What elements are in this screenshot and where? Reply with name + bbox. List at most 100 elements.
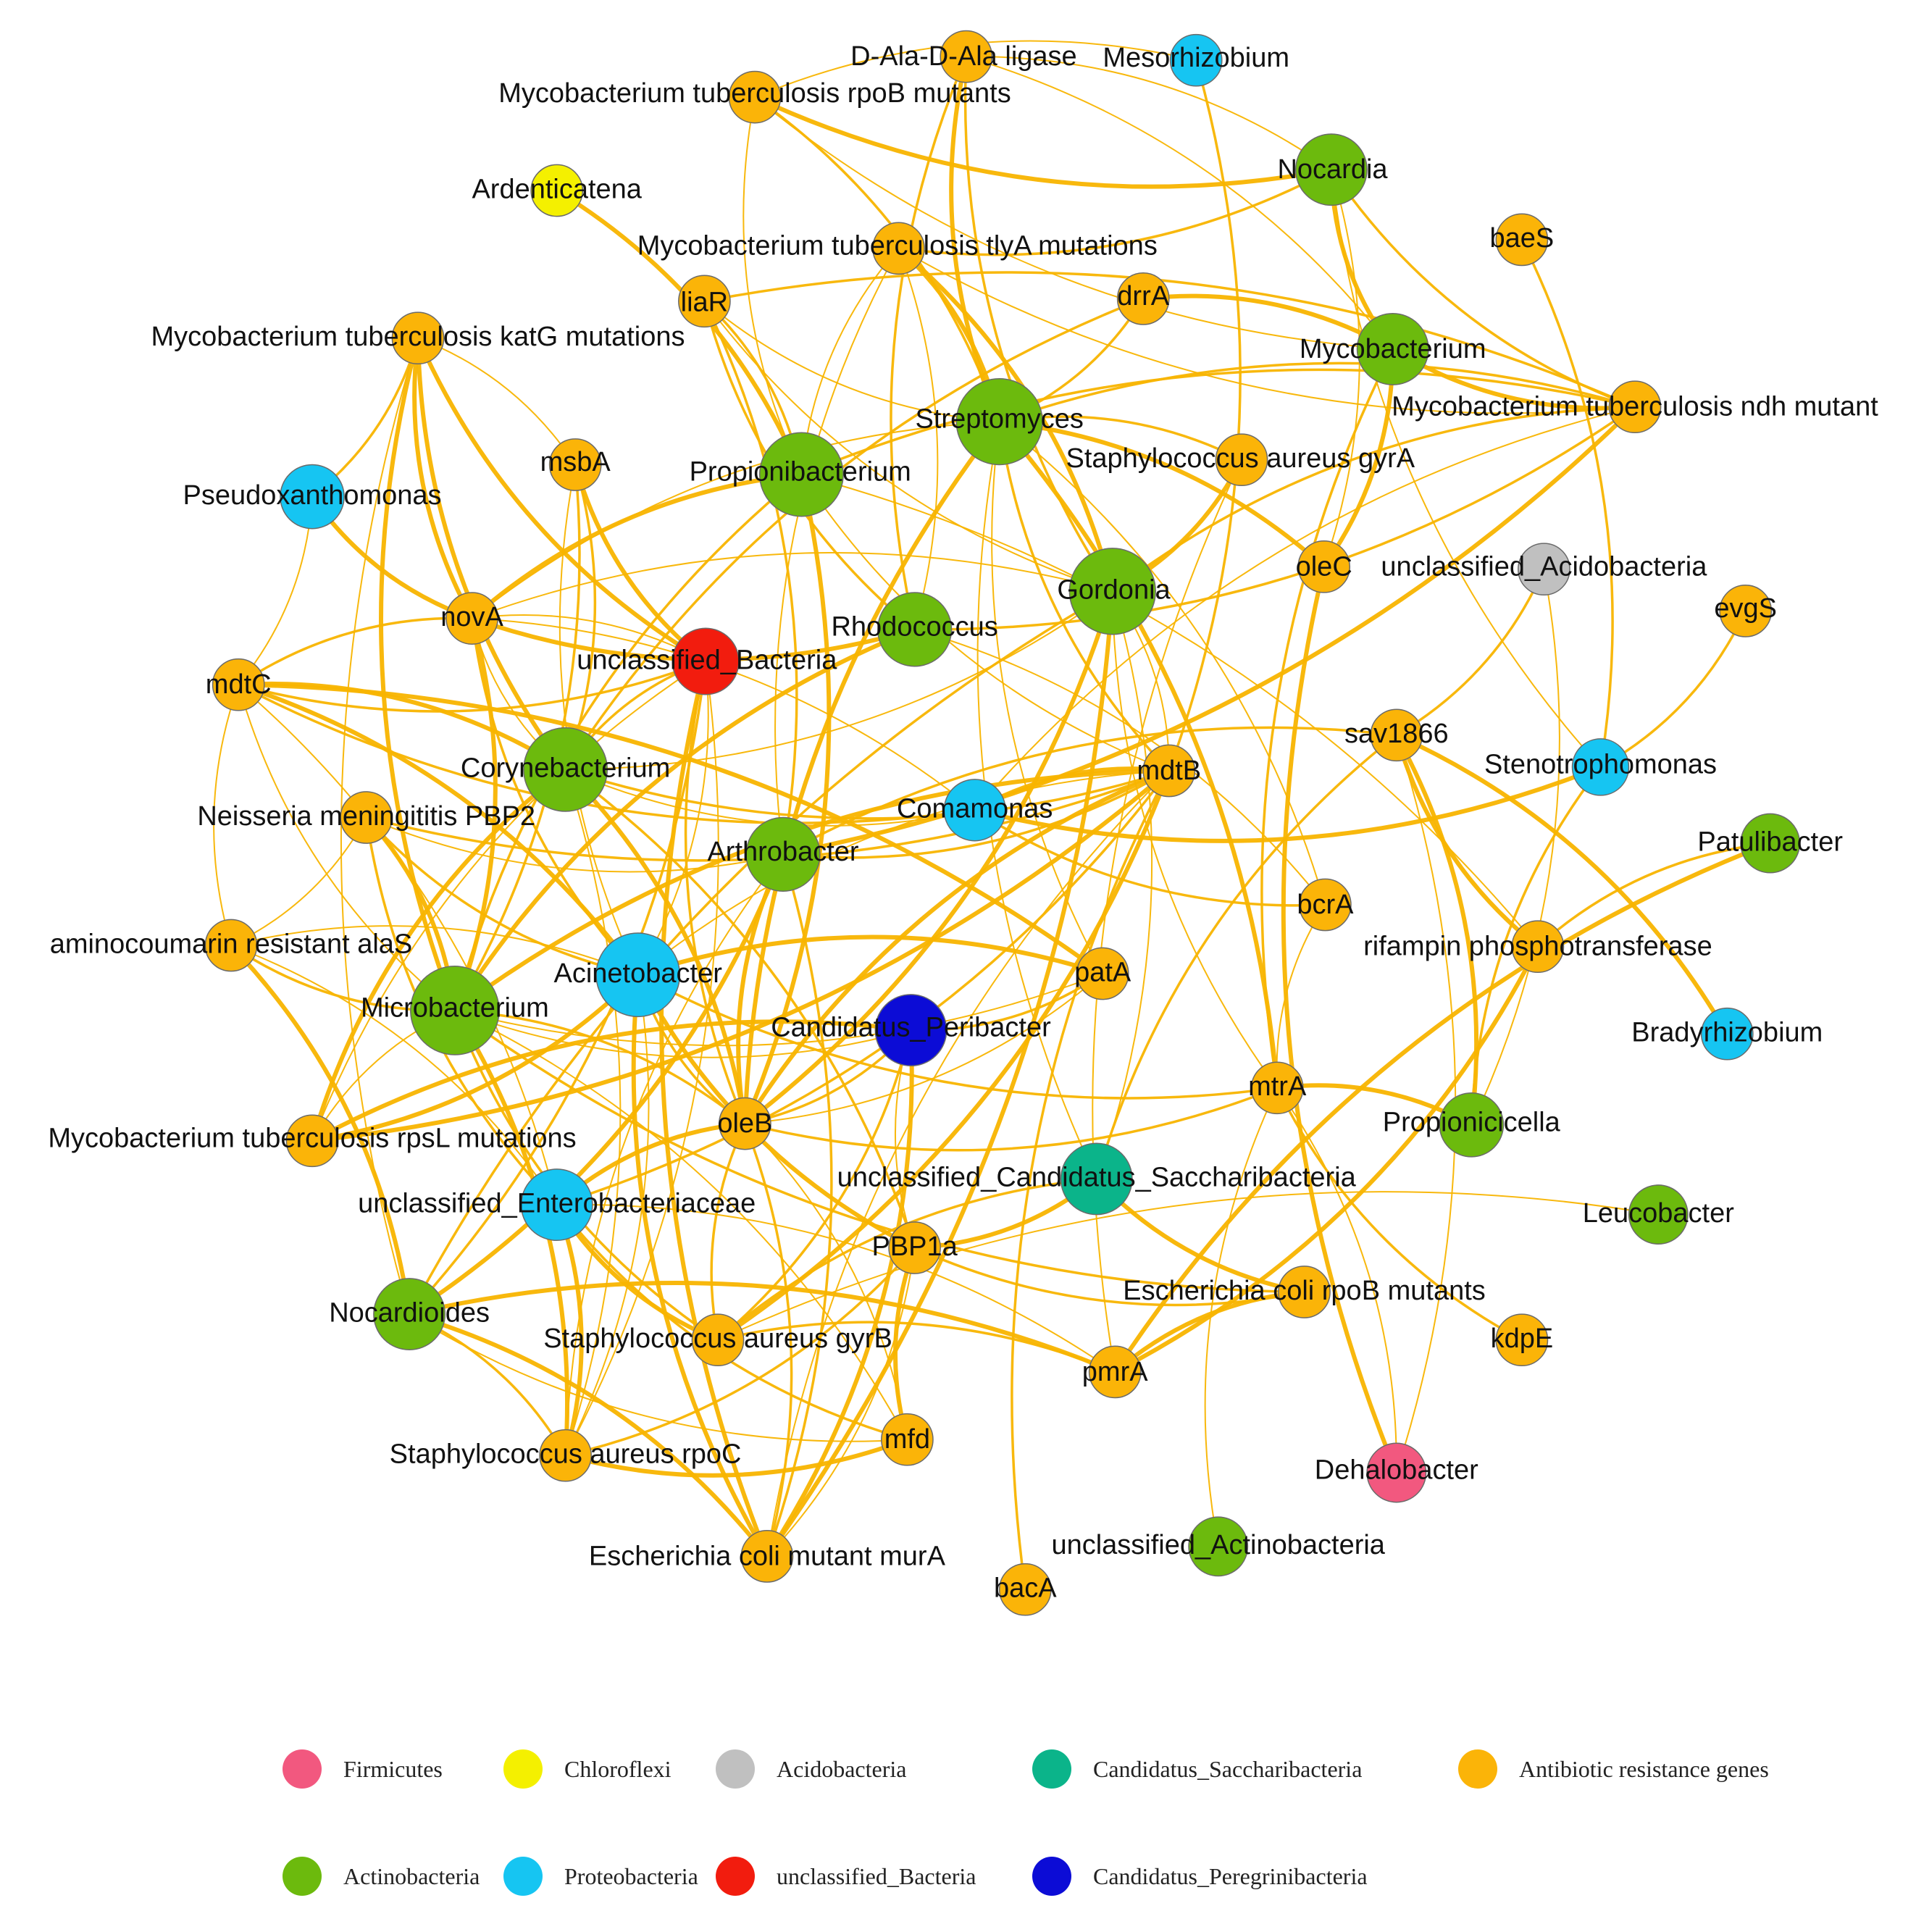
node-gordonia[interactable] <box>1068 548 1156 635</box>
node-label-rifampin-phosphotransferase: rifampin phosphotransferase <box>1363 932 1712 962</box>
edge-corynebacterium--oleb <box>564 768 748 1124</box>
node-mtra[interactable] <box>1250 1061 1304 1115</box>
node-mycobacterium-tuberculosis-katg-mutations[interactable] <box>391 311 445 365</box>
node-pseudoxanthomonas[interactable] <box>280 464 345 530</box>
node-staphylococcus-aureus-gyra[interactable] <box>1215 433 1268 487</box>
edge-patulibacter--pmra <box>1113 841 1771 1373</box>
edge-escherichia-coli-mutant-mura--oleb <box>743 1123 793 1557</box>
node-mesorhizobium[interactable] <box>1169 33 1223 87</box>
node-dehalobacter[interactable] <box>1366 1442 1427 1503</box>
node-label-mdtb: mdtB <box>1137 756 1201 786</box>
node-bradyrhizobium[interactable] <box>1700 1007 1754 1061</box>
node-d-ala-d-ala-ligase[interactable] <box>940 30 993 83</box>
edge-mdtc--pata <box>238 682 1104 976</box>
edge-liar--mycobacterium-tuberculosis-ndh-mutant <box>704 271 1636 409</box>
node-patulibacter[interactable] <box>1740 813 1801 874</box>
legend-item-peregrinibacteria: Candidatus_Peregrinibacteria <box>1032 1857 1368 1896</box>
node-label-pseudoxanthomonas: Pseudoxanthomonas <box>183 480 441 511</box>
node-pata[interactable] <box>1076 947 1129 1000</box>
node-label-mycobacterium-tuberculosis-tlya-mutations: Mycobacterium tuberculosis tlyA mutation… <box>637 230 1158 261</box>
edge-gordonia--escherichia-coli-mutant-mura <box>765 591 1115 1558</box>
edge-mycobacterium--d-ala-d-ala-ligase <box>966 56 1394 350</box>
node-corynebacterium[interactable] <box>523 727 608 812</box>
node-staphylococcus-aureus-rpoc[interactable] <box>539 1429 592 1482</box>
node-baca[interactable] <box>998 1563 1052 1616</box>
edge-sav1866--unclassified-acidobacteria <box>1395 568 1546 737</box>
node-label-kdpe: kdpE <box>1491 1323 1554 1354</box>
node-arthrobacter[interactable] <box>745 816 821 892</box>
node-microbacterium[interactable] <box>410 966 500 1055</box>
node-unclassified-actinobacteria[interactable] <box>1188 1516 1249 1577</box>
node-mycobacterium-tuberculosis-ndh-mutant[interactable] <box>1608 380 1662 434</box>
node-kdpe[interactable] <box>1495 1313 1549 1367</box>
node-unclassified-candidatus-saccharibacteria[interactable] <box>1060 1142 1133 1216</box>
node-mycobacterium-tuberculosis-rpsl-mutations[interactable] <box>285 1114 339 1168</box>
node-mycobacterium[interactable] <box>1356 312 1429 385</box>
node-staphylococcus-aureus-gyrb[interactable] <box>691 1313 745 1367</box>
node-rifampin-phosphotransferase[interactable] <box>1511 920 1565 974</box>
node-nocardia[interactable] <box>1294 133 1368 206</box>
legend-item-saccharibacteria: Candidatus_Saccharibacteria <box>1032 1749 1362 1789</box>
node-mdtc[interactable] <box>212 658 265 711</box>
node-acinetobacter[interactable] <box>595 932 681 1018</box>
node-olec[interactable] <box>1297 540 1351 593</box>
edge-streptomyces--mdtb <box>997 421 1171 772</box>
node-label-mesorhizobium: Mesorhizobium <box>1103 43 1289 73</box>
node-neisseria-meningititis-pbp2[interactable] <box>340 791 393 844</box>
node-drra[interactable] <box>1116 272 1170 325</box>
node-label-stenotrophomonas: Stenotrophomonas <box>1484 750 1717 780</box>
legend-swatch <box>1032 1749 1071 1789</box>
node-leucobacter[interactable] <box>1628 1184 1689 1245</box>
node-label-staphylococcus-aureus-gyra: Staphylococcus aureus gyrA <box>1066 443 1415 474</box>
node-aminocoumarin-resistant-alas[interactable] <box>204 919 258 972</box>
edge-pmra--escherichia-coli-rpob-mutants <box>1113 1289 1305 1374</box>
node-comamonas[interactable] <box>943 779 1006 842</box>
node-label-dehalobacter: Dehalobacter <box>1315 1455 1478 1486</box>
edge-propionibacterium--oleb <box>742 474 832 1125</box>
node-mdtb[interactable] <box>1142 744 1196 798</box>
node-stenotrophomonas[interactable] <box>1571 738 1630 796</box>
node-unclassified-bacteria[interactable] <box>672 627 740 695</box>
edge-arthrobacter--mycobacterium-tuberculosis-ndh-mutant <box>782 405 1637 857</box>
node-label-nocardioides: Nocardioides <box>329 1297 490 1328</box>
legend-swatch <box>283 1857 322 1896</box>
node-msba[interactable] <box>548 438 602 491</box>
edge-nocardia--mycobacterium-tuberculosis-rpob-mutants <box>753 95 1332 189</box>
node-mfd[interactable] <box>881 1413 934 1466</box>
node-nova[interactable] <box>445 592 498 645</box>
node-propionibacterium[interactable] <box>758 432 844 517</box>
node-escherichia-coli-mutant-mura[interactable] <box>740 1530 794 1583</box>
node-baes[interactable] <box>1495 213 1549 267</box>
node-nocardioides[interactable] <box>373 1278 446 1351</box>
edge-oleb--pata <box>745 973 1103 1125</box>
node-unclassified-acidobacteria[interactable] <box>1518 543 1570 596</box>
legend-label: Antibiotic resistance genes <box>1519 1755 1769 1782</box>
node-liar[interactable] <box>678 275 731 328</box>
node-oleb[interactable] <box>719 1097 771 1150</box>
edge-oleb--mdtb <box>742 769 1170 1125</box>
node-label-acinetobacter: Acinetobacter <box>554 958 723 989</box>
node-mycobacterium-tuberculosis-tlya-mutations[interactable] <box>872 222 925 275</box>
node-evgs[interactable] <box>1719 585 1773 637</box>
node-label-corynebacterium: Corynebacterium <box>461 753 670 784</box>
node-ardenticatena[interactable] <box>530 164 584 217</box>
node-pmra[interactable] <box>1088 1345 1142 1399</box>
node-propionicicella[interactable] <box>1439 1092 1505 1158</box>
node-escherichia-coli-rpob-mutants[interactable] <box>1278 1266 1331 1318</box>
node-streptomyces[interactable] <box>955 377 1043 466</box>
node-label-sav1866: sav1866 <box>1344 719 1449 749</box>
node-sav1866[interactable] <box>1370 708 1423 762</box>
node-rhodococcus[interactable] <box>877 592 953 667</box>
node-candidatus-peribacter[interactable] <box>874 994 947 1067</box>
node-bcra[interactable] <box>1299 878 1352 932</box>
node-pbp1a[interactable] <box>888 1221 941 1274</box>
node-label-evgs: evgS <box>1714 593 1777 624</box>
node-label-aminocoumarin-resistant-alas: aminocoumarin resistant alaS <box>50 929 413 959</box>
edge-mycobacterium-tuberculosis-katg-mutations--nova <box>412 338 474 620</box>
legend-label: Actinobacteria <box>343 1862 480 1889</box>
node-unclassified-enterobacteriaceae[interactable] <box>520 1168 593 1242</box>
edge-arthrobacter--sav1866 <box>782 726 1397 856</box>
node-mycobacterium-tuberculosis-rpob-mutants[interactable] <box>728 70 782 124</box>
edge-unclassified-candidatus-saccharibacteria--staphylococcus-aureus-gyrb <box>716 1177 1097 1342</box>
node-label-staphylococcus-aureus-gyrb: Staphylococcus aureus gyrB <box>543 1323 892 1354</box>
